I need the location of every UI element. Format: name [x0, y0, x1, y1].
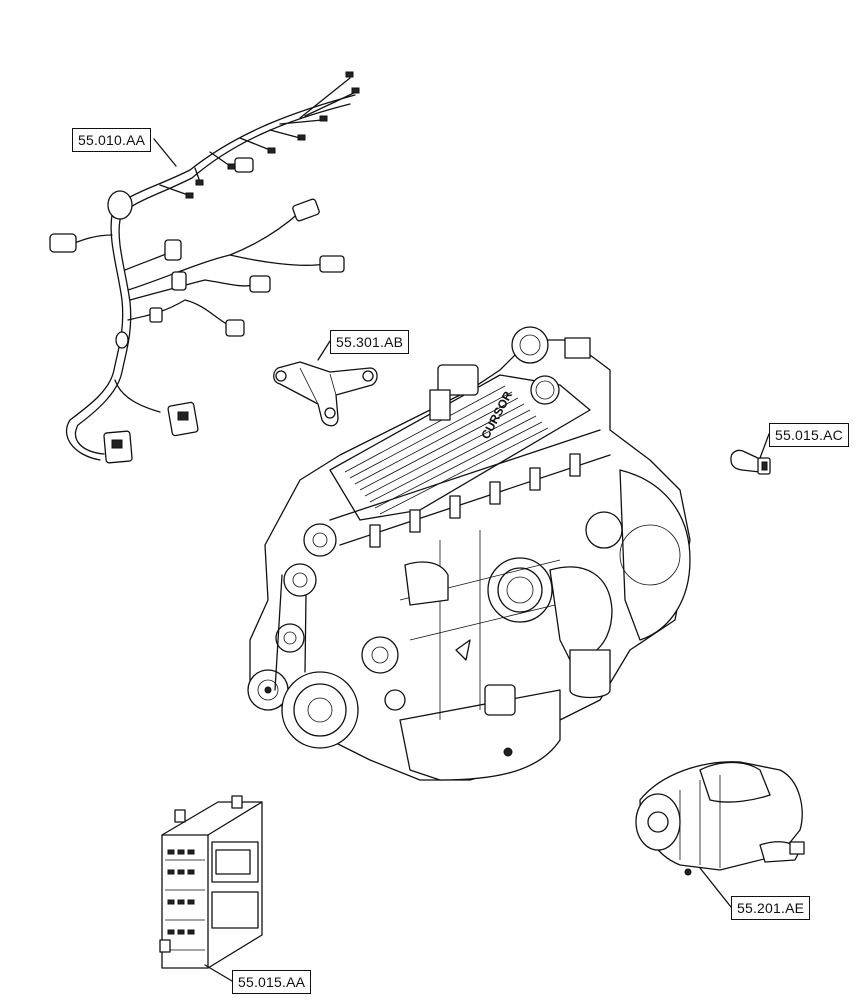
valve-cover-ribs [344, 385, 549, 515]
connector-terminals-upper [185, 71, 360, 199]
callout-engine-control-unit[interactable]: 55.015.AA [232, 970, 312, 994]
starter-motor[interactable] [635, 761, 805, 876]
callout-starter-motor[interactable]: 55.201.AE [731, 896, 811, 920]
wiring-harness[interactable] [49, 71, 360, 464]
injector-row [369, 453, 581, 548]
callout-wiring-harness[interactable]: 55.010.AA [72, 128, 152, 152]
mounting-bracket[interactable] [273, 361, 378, 427]
engine-control-unit[interactable] [159, 795, 263, 969]
leader-lines [153, 138, 770, 982]
callout-mounting-bracket[interactable]: 55.301.AB [330, 330, 410, 354]
speed-sensor[interactable] [730, 449, 771, 475]
engine-assembly: CURSOR [247, 326, 691, 781]
callout-speed-sensor[interactable]: 55.015.AC [769, 423, 849, 447]
ecu-connector-pins [167, 849, 195, 935]
